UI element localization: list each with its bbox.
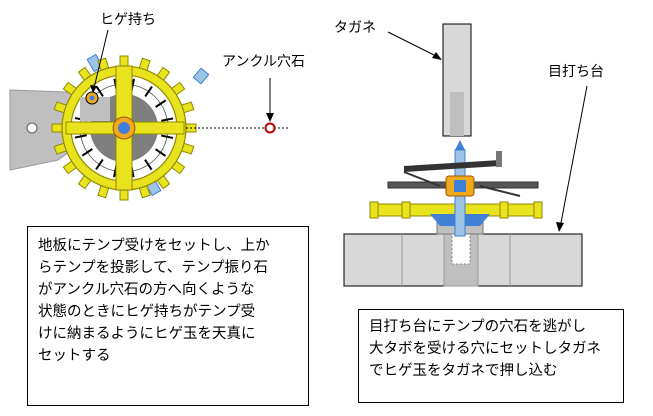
collet-arm bbox=[404, 160, 500, 172]
hairspring-mark bbox=[144, 159, 153, 171]
label-hige-mochi: ヒゲ持ち bbox=[100, 12, 156, 28]
hairspring-end-right bbox=[479, 185, 521, 197]
hairspring-mark bbox=[144, 85, 153, 98]
hairspring-stud-hole bbox=[89, 95, 95, 101]
hairspring-mark bbox=[74, 134, 87, 139]
hairspring-mark bbox=[81, 148, 93, 157]
balance-screw-mid-1 bbox=[401, 201, 411, 219]
tagane-leader bbox=[387, 31, 441, 59]
hairspring-end-left bbox=[403, 171, 441, 187]
collet-arm-end bbox=[496, 151, 502, 167]
press-side-view bbox=[343, 23, 588, 287]
tagane-punch-tip bbox=[450, 92, 464, 136]
meuchi-leader bbox=[559, 85, 588, 229]
ankle-jewel-leader-arrow bbox=[266, 113, 274, 122]
label-meuchi-dai: 目打ち台 bbox=[548, 64, 604, 80]
balance-screw-right bbox=[533, 201, 543, 219]
balance-top-view bbox=[9, 29, 290, 201]
stud-leader-arrow bbox=[90, 85, 97, 93]
hairspring-mark bbox=[95, 158, 104, 171]
label-tagane: タガネ bbox=[334, 20, 376, 36]
note-right-text: 目打ち台にテンプの穴石を逃がし 大タボを受ける穴にセットしタガネ でヒゲ玉をタガ… bbox=[369, 319, 601, 379]
balance-staff bbox=[118, 122, 130, 134]
collet-slot bbox=[454, 180, 466, 192]
label-ankle-stone: アンクル穴石 bbox=[222, 54, 306, 70]
hairspring-mark bbox=[161, 117, 174, 122]
hairspring-mark bbox=[154, 148, 167, 157]
balance-screw-mid-2 bbox=[499, 201, 509, 219]
ankle-jewel bbox=[264, 122, 276, 134]
meuchi-leader-arrow bbox=[556, 222, 564, 232]
staking-block-bore bbox=[451, 233, 471, 265]
balance-screw-left bbox=[369, 201, 379, 219]
balance-staff-tip bbox=[455, 140, 465, 150]
tagane-leader-arrow bbox=[432, 52, 442, 60]
hairspring-mark bbox=[161, 134, 174, 139]
note-left: 地板にテンプ受けをセットし、上か らテンプを投影して、テンプ振り石 がアンクル穴… bbox=[27, 226, 309, 406]
stud-leader bbox=[92, 29, 109, 93]
pallet-pivot bbox=[26, 122, 38, 134]
note-right: 目打ち台にテンプの穴石を逃がし 大タボを受ける穴にセットしタガネ でヒゲ玉をタガ… bbox=[358, 309, 624, 403]
hairspring-mark bbox=[95, 85, 104, 97]
rim-screw-3 bbox=[192, 67, 210, 85]
note-left-text: 地板にテンプ受けをセットし、上か らテンプを投影して、テンプ振り石 がアンクル穴… bbox=[38, 238, 270, 364]
hairspring-mark bbox=[155, 99, 167, 108]
